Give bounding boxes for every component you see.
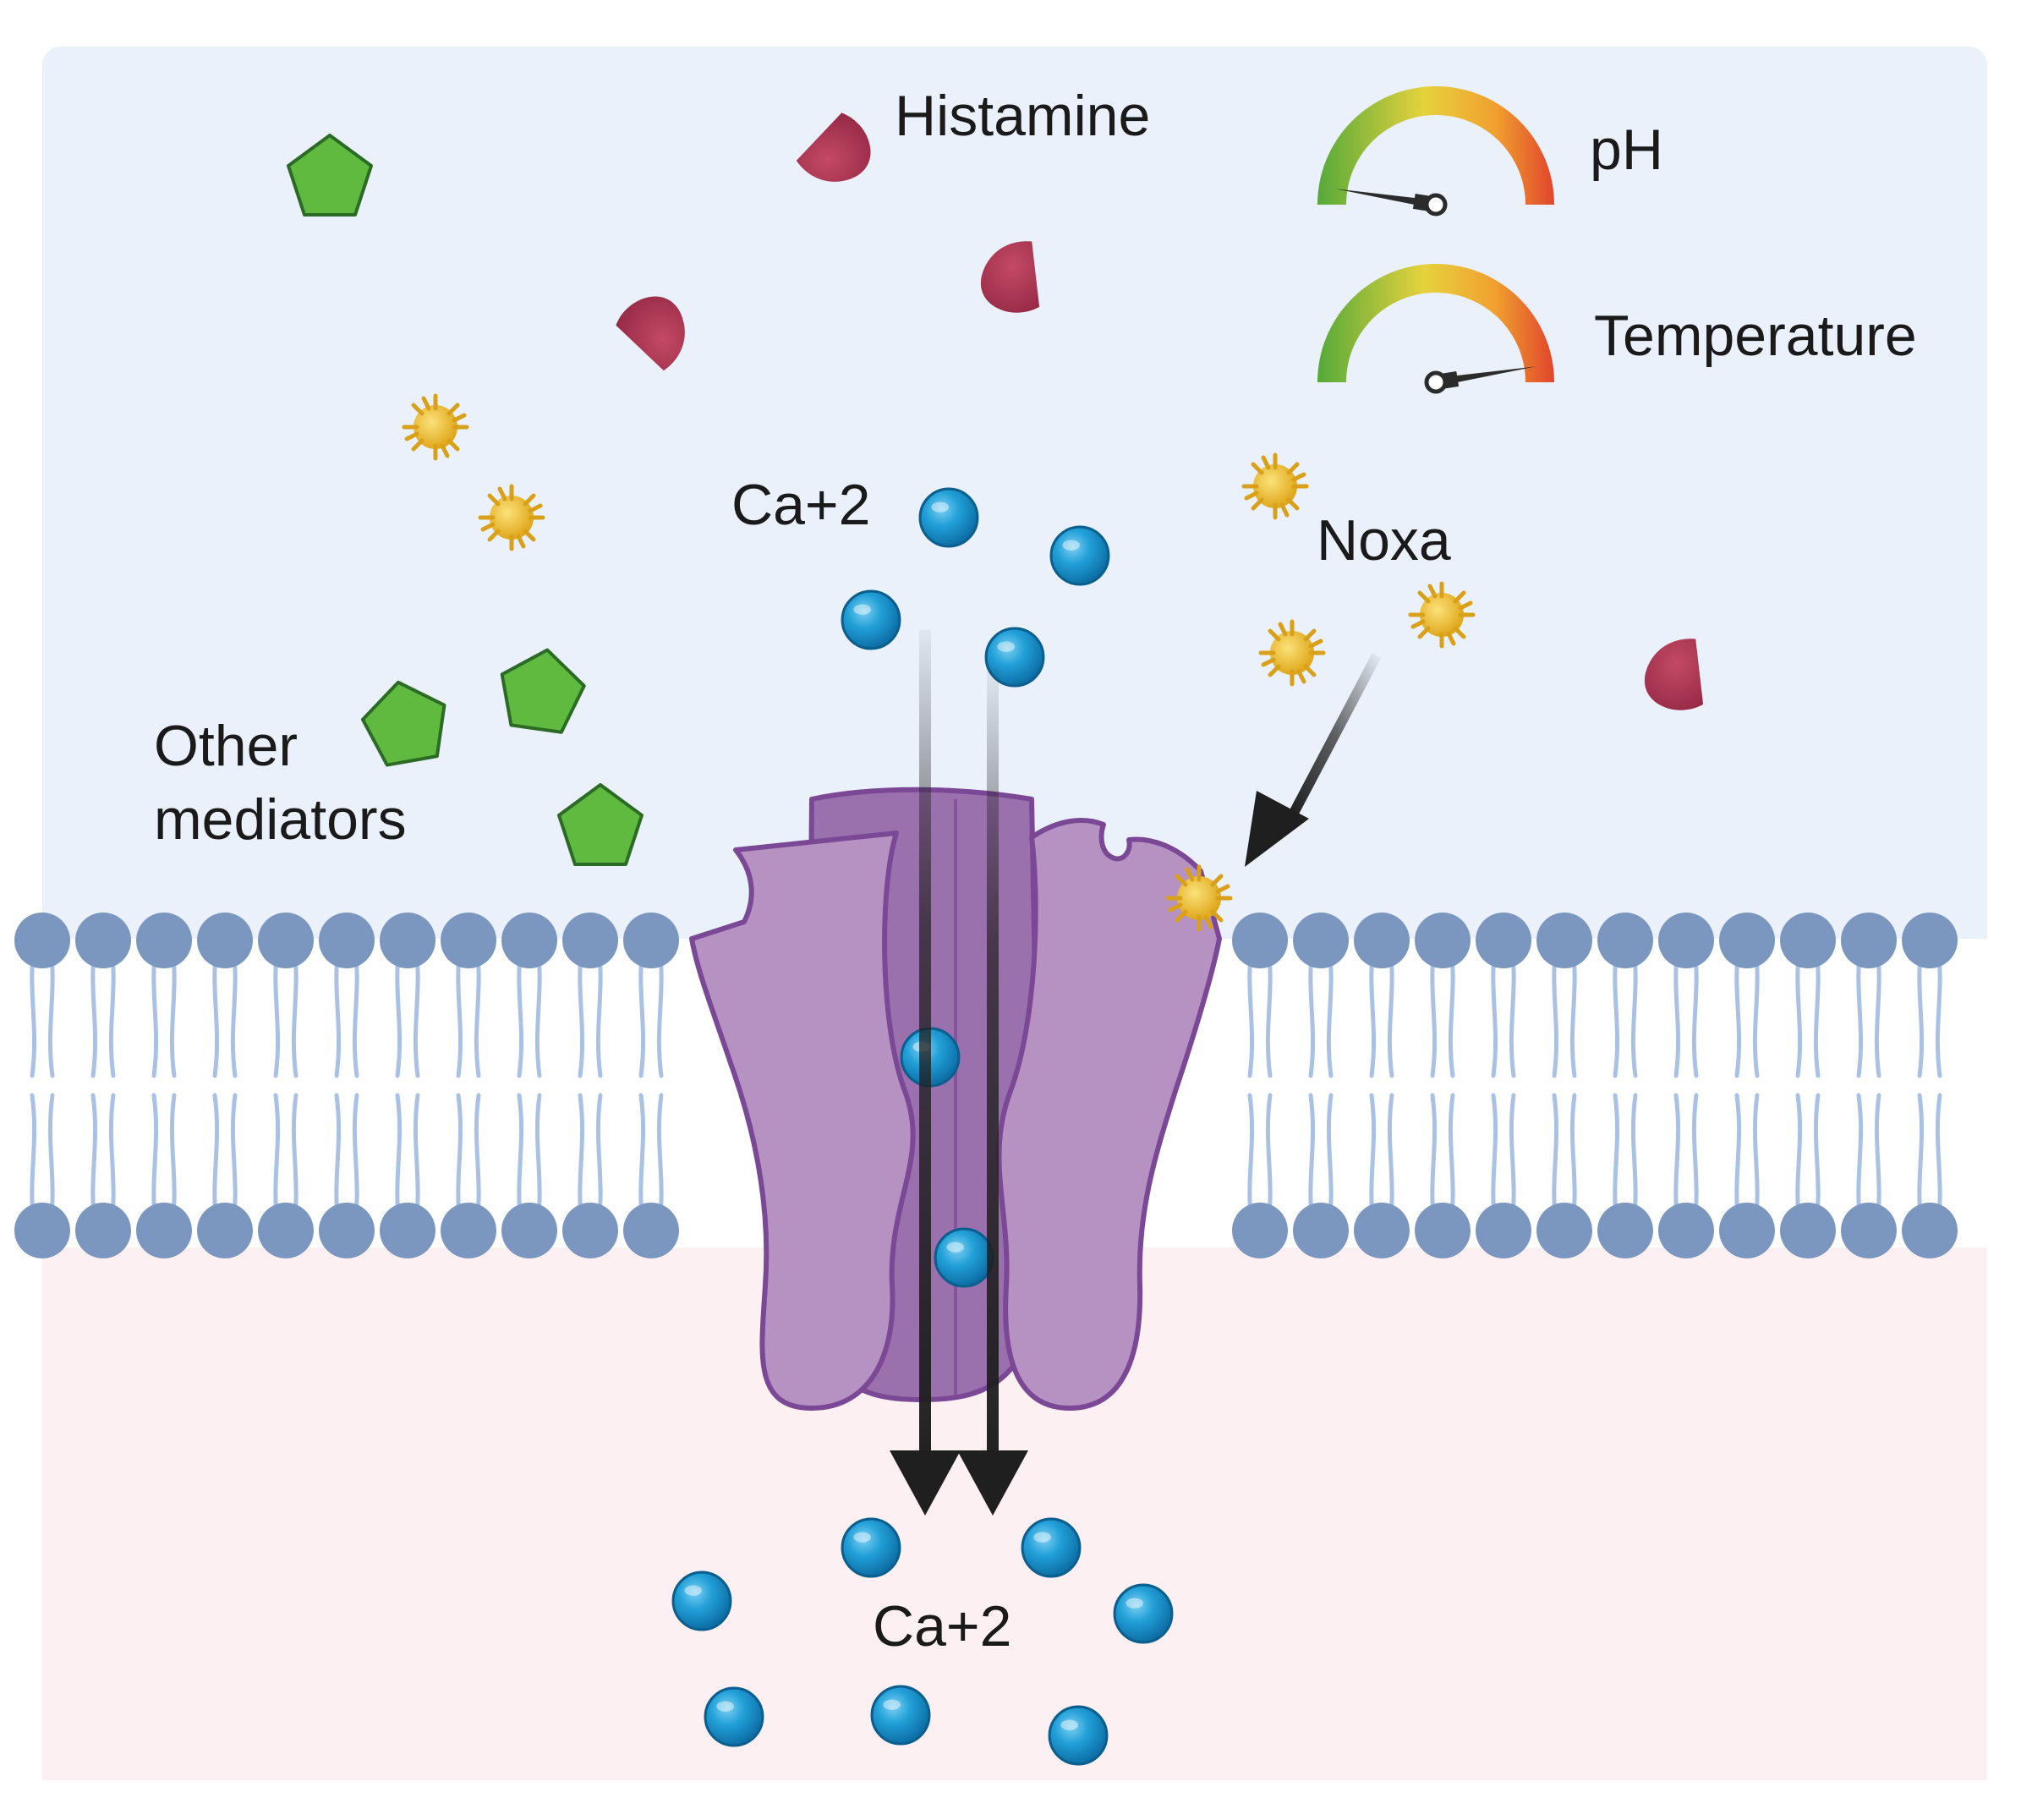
channel-right-subunit (996, 818, 1222, 1411)
gauge-needle (1335, 189, 1437, 209)
calcium-ion-icon (841, 589, 901, 650)
lipid-head (14, 1203, 70, 1258)
lipid-head (1658, 913, 1714, 968)
gauge-needle (1435, 366, 1536, 386)
lipid-head (258, 1203, 314, 1258)
calcium-influx-arrows (890, 630, 1028, 1516)
noxa-icon (1168, 867, 1230, 929)
lipid-head (441, 1203, 496, 1258)
histamine-label: Histamine (895, 84, 1150, 148)
noxa-icon (1261, 622, 1323, 684)
ion-channel-icon (689, 787, 1222, 1411)
influx-arrow-right-head (957, 1450, 1028, 1516)
lipid-head (1536, 913, 1592, 968)
lipid-head (197, 913, 253, 968)
lipid-head (14, 913, 70, 968)
lipid-head (501, 1203, 557, 1258)
lipid-head (562, 913, 618, 968)
calcium-ion-icon (671, 1571, 732, 1631)
calcium-ion-icon (1049, 525, 1110, 586)
lipid-head (1476, 1203, 1531, 1258)
lipid-head (1232, 1203, 1288, 1258)
influx-arrow-left-shaft (919, 630, 931, 1476)
extracellular-region (42, 47, 1987, 977)
lipid-head (1293, 1203, 1349, 1258)
ph-gauge-icon (1317, 86, 1554, 217)
calcium-inside-label: Ca+2 (873, 1594, 1011, 1658)
lipid-head (1780, 1203, 1836, 1258)
calcium-ion-icon (934, 1227, 994, 1288)
lipid-head (562, 1203, 618, 1258)
influx-arrow-right-shaft (987, 668, 999, 1476)
lipid-head (258, 913, 314, 968)
gauge-pivot (1424, 193, 1448, 217)
noxa-icon (1410, 584, 1473, 646)
lipid-head (1841, 1203, 1897, 1258)
influx-arrow-left-head (890, 1450, 961, 1516)
channel-left-subunit (689, 831, 916, 1411)
temperature-gauge-icon (1317, 264, 1554, 394)
temperature-label: Temperature (1594, 304, 1917, 368)
noxa-icon (404, 396, 467, 458)
ph-label: pH (1590, 118, 1663, 182)
lipid-head (441, 913, 496, 968)
lipid-head (1597, 913, 1653, 968)
other-mediators-label-line2: mediators (154, 787, 407, 852)
noxa-icon (480, 486, 543, 549)
lipid-head (75, 1203, 131, 1258)
lipid-head (1354, 1203, 1410, 1258)
calcium-ion-icon (1021, 1517, 1082, 1578)
lipid-head (380, 913, 435, 968)
lipid-head (1902, 913, 1958, 968)
lipid-head (197, 1203, 253, 1258)
noxa-icon (1244, 455, 1306, 518)
calcium-ion-icon (1048, 1705, 1109, 1766)
lipid-head (136, 1203, 192, 1258)
lipid-head (1658, 1203, 1714, 1258)
lipid-head (319, 913, 375, 968)
lipid-head (136, 913, 192, 968)
calcium-ion-icon (841, 1517, 901, 1578)
lipid-head (380, 1203, 435, 1258)
gauge-arc (1317, 264, 1554, 382)
gauge-arc (1317, 86, 1554, 205)
lipid-head (1476, 913, 1531, 968)
calcium-ion-icon (704, 1686, 764, 1747)
calcium-ion-icon (1113, 1583, 1174, 1644)
noxa-label: Noxa (1317, 508, 1451, 573)
calcium-outside-label: Ca+2 (731, 473, 870, 537)
lipid-head (1536, 1203, 1592, 1258)
lipid-head (1841, 913, 1897, 968)
lipid-head (623, 913, 679, 968)
lipid-head (319, 1203, 375, 1258)
lipid-head (1415, 1203, 1471, 1258)
lipid-head (623, 1203, 679, 1258)
lipid-head (1719, 913, 1775, 968)
calcium-ion-icon (870, 1685, 931, 1746)
lipid-head (1293, 913, 1349, 968)
lipid-head (1780, 913, 1836, 968)
lipid-head (1902, 1203, 1958, 1258)
noxa-binding-arrow (1245, 653, 1382, 867)
other-mediators-label-line1: Other (154, 714, 298, 778)
lipid-head (1415, 913, 1471, 968)
lipid-head (1597, 1203, 1653, 1258)
lipid-head (1719, 1203, 1775, 1258)
lipid-head (501, 913, 557, 968)
lipid-head (75, 913, 131, 968)
lipid-head (1232, 913, 1288, 968)
lipid-head (1354, 913, 1410, 968)
calcium-ion-icon (918, 487, 979, 548)
gauge-pivot (1424, 370, 1448, 394)
